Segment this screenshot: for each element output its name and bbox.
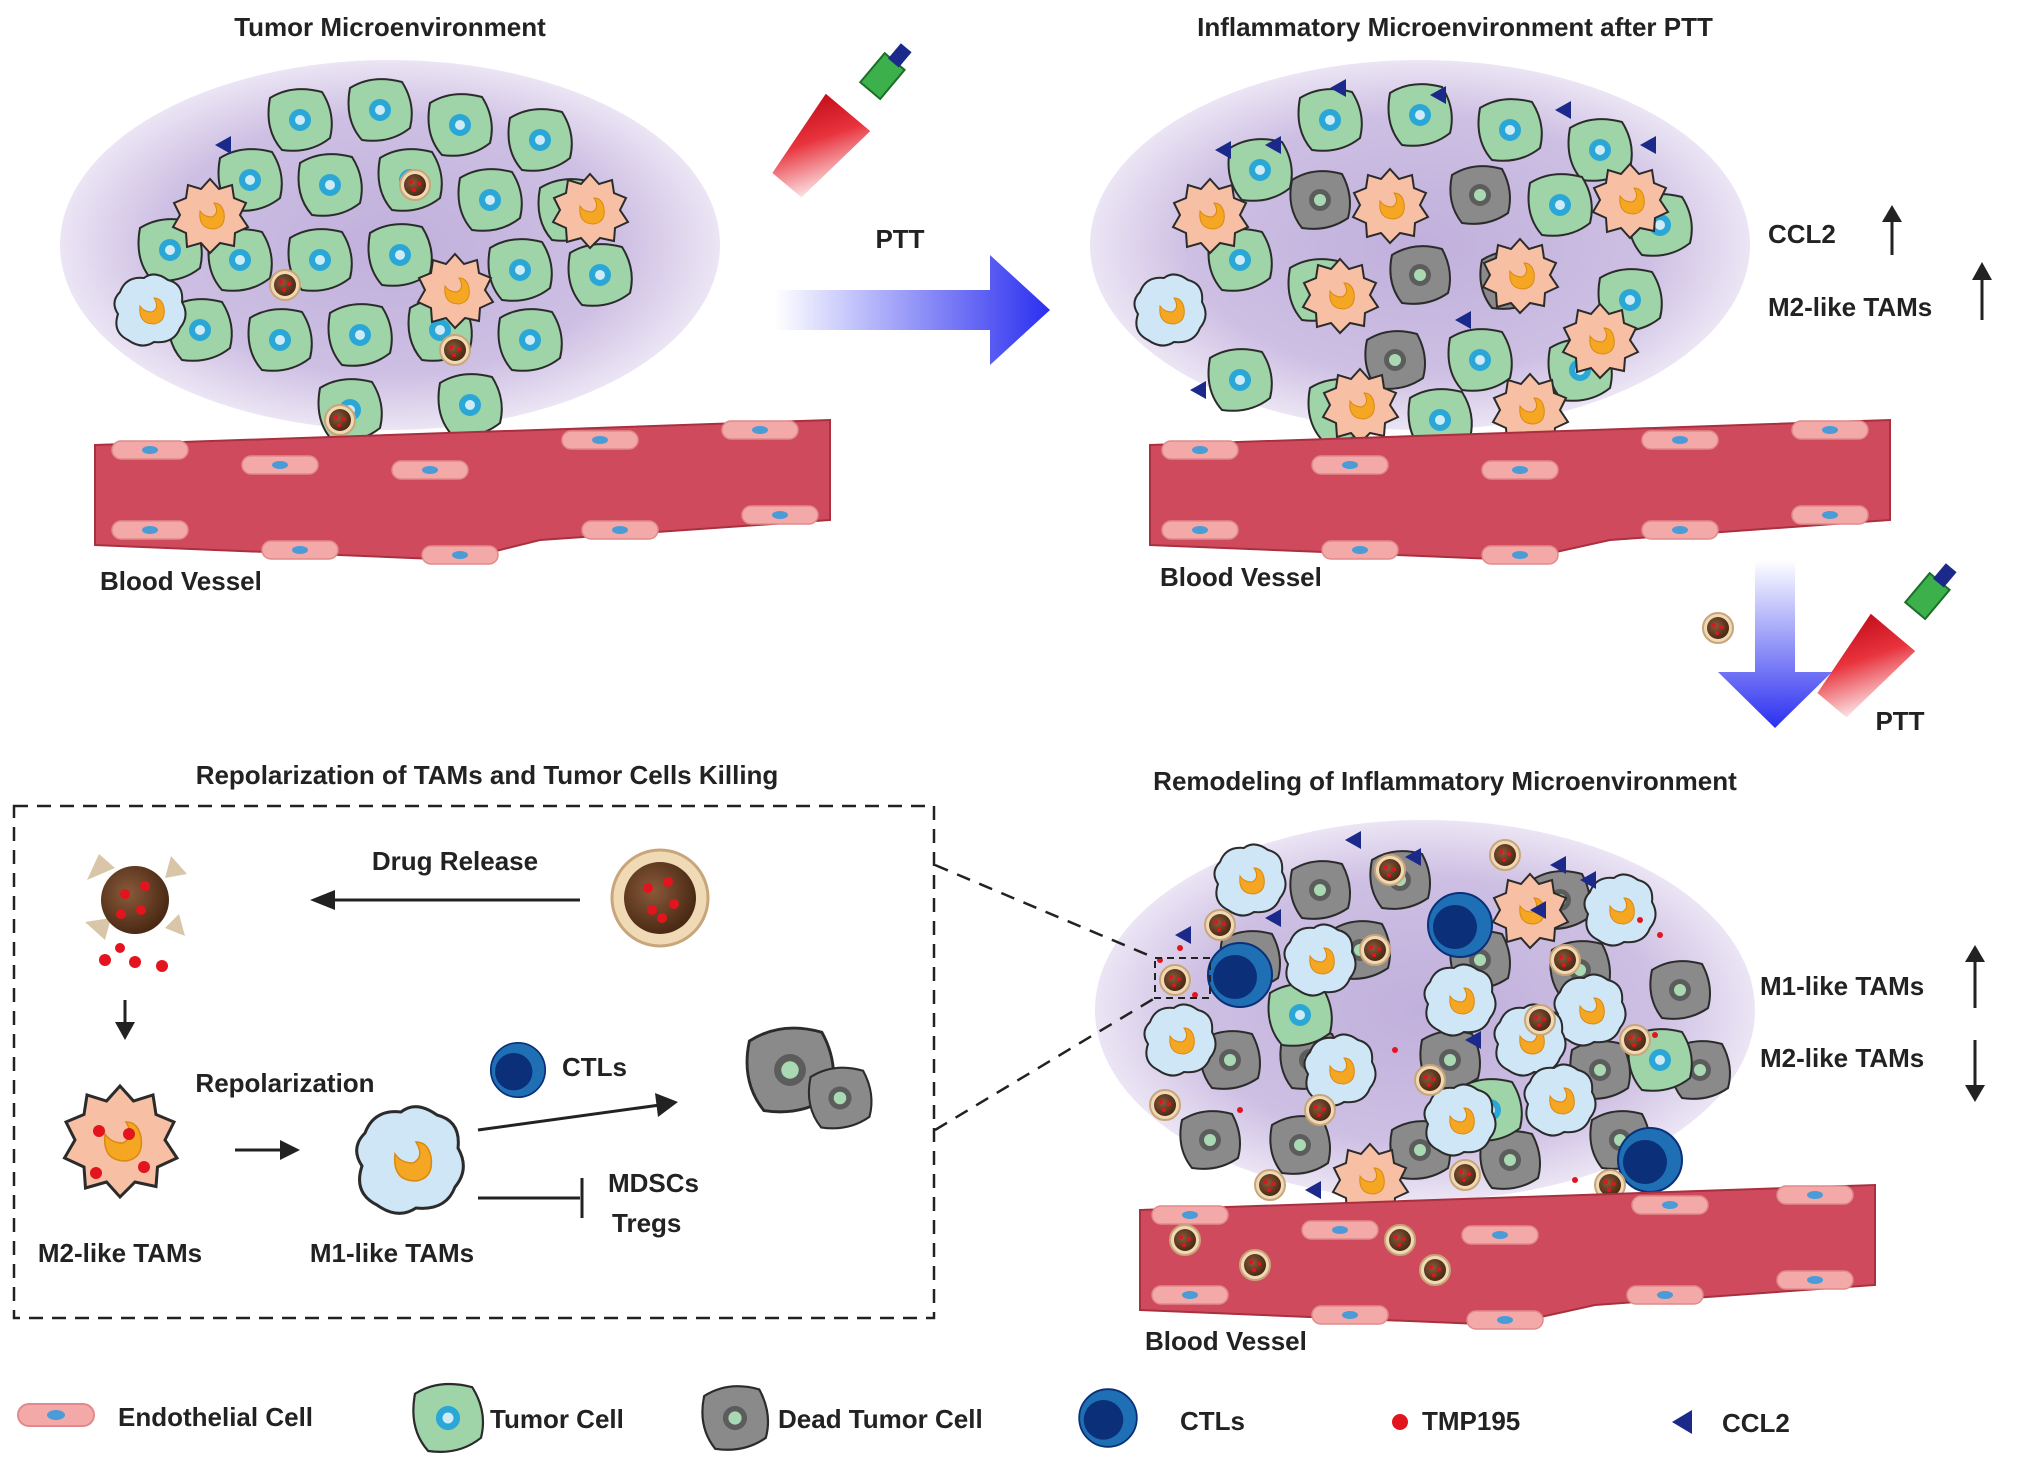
ptt-label-top: PTT [875, 224, 924, 254]
inset-box [12, 804, 936, 1320]
legend: Endothelial Cell Tumor Cell Dead Tumor C… [17, 1382, 1790, 1453]
m1-tams-label: M1-like TAMs [310, 1238, 474, 1268]
released-nanoparticle [85, 854, 187, 940]
blood-vessel-label: Blood Vessel [100, 566, 262, 596]
up-arrow-icon [1882, 205, 1902, 255]
laser-icon [1817, 563, 1957, 718]
right-arrow-icon [235, 1140, 300, 1160]
m2-tams-label: M2-like TAMs [38, 1238, 202, 1268]
zoom-box [1154, 957, 1211, 999]
m1-macrophage [1133, 273, 1207, 347]
intact-nanoparticle [610, 848, 710, 948]
up-arrow-icon [1965, 945, 1985, 1008]
m2-tams-up-label: M2-like TAMs [1768, 292, 1932, 322]
nanoparticle [439, 334, 471, 366]
tregs-label: Tregs [612, 1208, 681, 1238]
legend-ccl2-icon [1672, 1410, 1692, 1434]
panel-title-remodeling: Remodeling of Inflammatory Microenvironm… [1153, 766, 1737, 796]
blood-vessel-2 [1149, 418, 1891, 565]
dead-tumor-cells [745, 1026, 873, 1130]
panel-tumor-microenvironment: Tumor Microenvironment [60, 12, 831, 596]
m1-tams-up-label: M1-like TAMs [1760, 971, 1924, 1001]
laser-icon [772, 43, 912, 198]
down-arrow-icon [115, 1000, 135, 1040]
blood-vessel-label: Blood Vessel [1160, 562, 1322, 592]
ptt-label-bottom: PTT [1875, 706, 1924, 736]
panel-remodeling: Remodeling of Inflammatory Microenvironm… [1095, 766, 1985, 1356]
legend-tmp195-icon [1392, 1414, 1408, 1430]
up-arrow-icon [1972, 262, 1992, 320]
m1-macrophage [113, 273, 187, 347]
legend-dead-cell-icon [701, 1385, 770, 1451]
blood-vessel-1 [94, 418, 831, 565]
nanoparticle [1702, 612, 1734, 644]
drug-release-arrow [310, 890, 580, 910]
mdscs-label: MDSCs [608, 1168, 699, 1198]
panel-title-repolarization: Repolarization of TAMs and Tumor Cells K… [196, 760, 779, 790]
panel-title-inflammatory: Inflammatory Microenvironment after PTT [1197, 12, 1713, 42]
nanoparticle [324, 404, 356, 436]
legend-tumor-cell-icon [412, 1382, 485, 1453]
inhibition-bar [478, 1178, 584, 1218]
legend-ctls-label: CTLs [1180, 1406, 1245, 1436]
tmp195-dots [99, 943, 168, 972]
nanoparticle [399, 169, 431, 201]
nanoparticle [269, 269, 301, 301]
panel-inflammatory-after-ptt: Inflammatory Microenvironment after PTT [1090, 12, 1992, 592]
killing-arrow [477, 1093, 678, 1132]
zoom-line [934, 863, 1156, 960]
ctl-cell [1207, 942, 1273, 1008]
ptt-arrow-horizontal [775, 255, 1050, 365]
ctl-cell [1617, 1127, 1683, 1193]
ctl-cell [489, 1041, 547, 1099]
repolarization-label: Repolarization [195, 1068, 374, 1098]
ctls-label: CTLs [562, 1052, 627, 1082]
legend-tmp195-label: TMP195 [1422, 1406, 1520, 1436]
legend-ccl2-label: CCL2 [1722, 1408, 1790, 1438]
legend-ctl-icon [1078, 1388, 1138, 1448]
blood-vessel-3 [1139, 1183, 1876, 1330]
m2-tams-down-label: M2-like TAMs [1760, 1043, 1924, 1073]
panel-title-tumor: Tumor Microenvironment [234, 12, 546, 42]
m1-tam-cell [355, 1105, 465, 1215]
zoom-line [934, 996, 1156, 1132]
legend-dead-tumor-label: Dead Tumor Cell [778, 1404, 983, 1434]
blood-vessel-label: Blood Vessel [1145, 1326, 1307, 1356]
legend-endothelial-label: Endothelial Cell [118, 1402, 313, 1432]
m2-tam-cell [63, 1084, 179, 1199]
drug-release-label: Drug Release [372, 846, 538, 876]
ctl-cell [1427, 892, 1493, 958]
legend-endothelial-icon [17, 1403, 95, 1427]
down-arrow-icon [1965, 1040, 1985, 1102]
panel-repolarization: Repolarization of TAMs and Tumor Cells K… [12, 760, 936, 1320]
ptt-arrow-vertical [1718, 560, 1832, 728]
ccl2-up-label: CCL2 [1768, 219, 1836, 249]
legend-tumor-label: Tumor Cell [490, 1404, 624, 1434]
